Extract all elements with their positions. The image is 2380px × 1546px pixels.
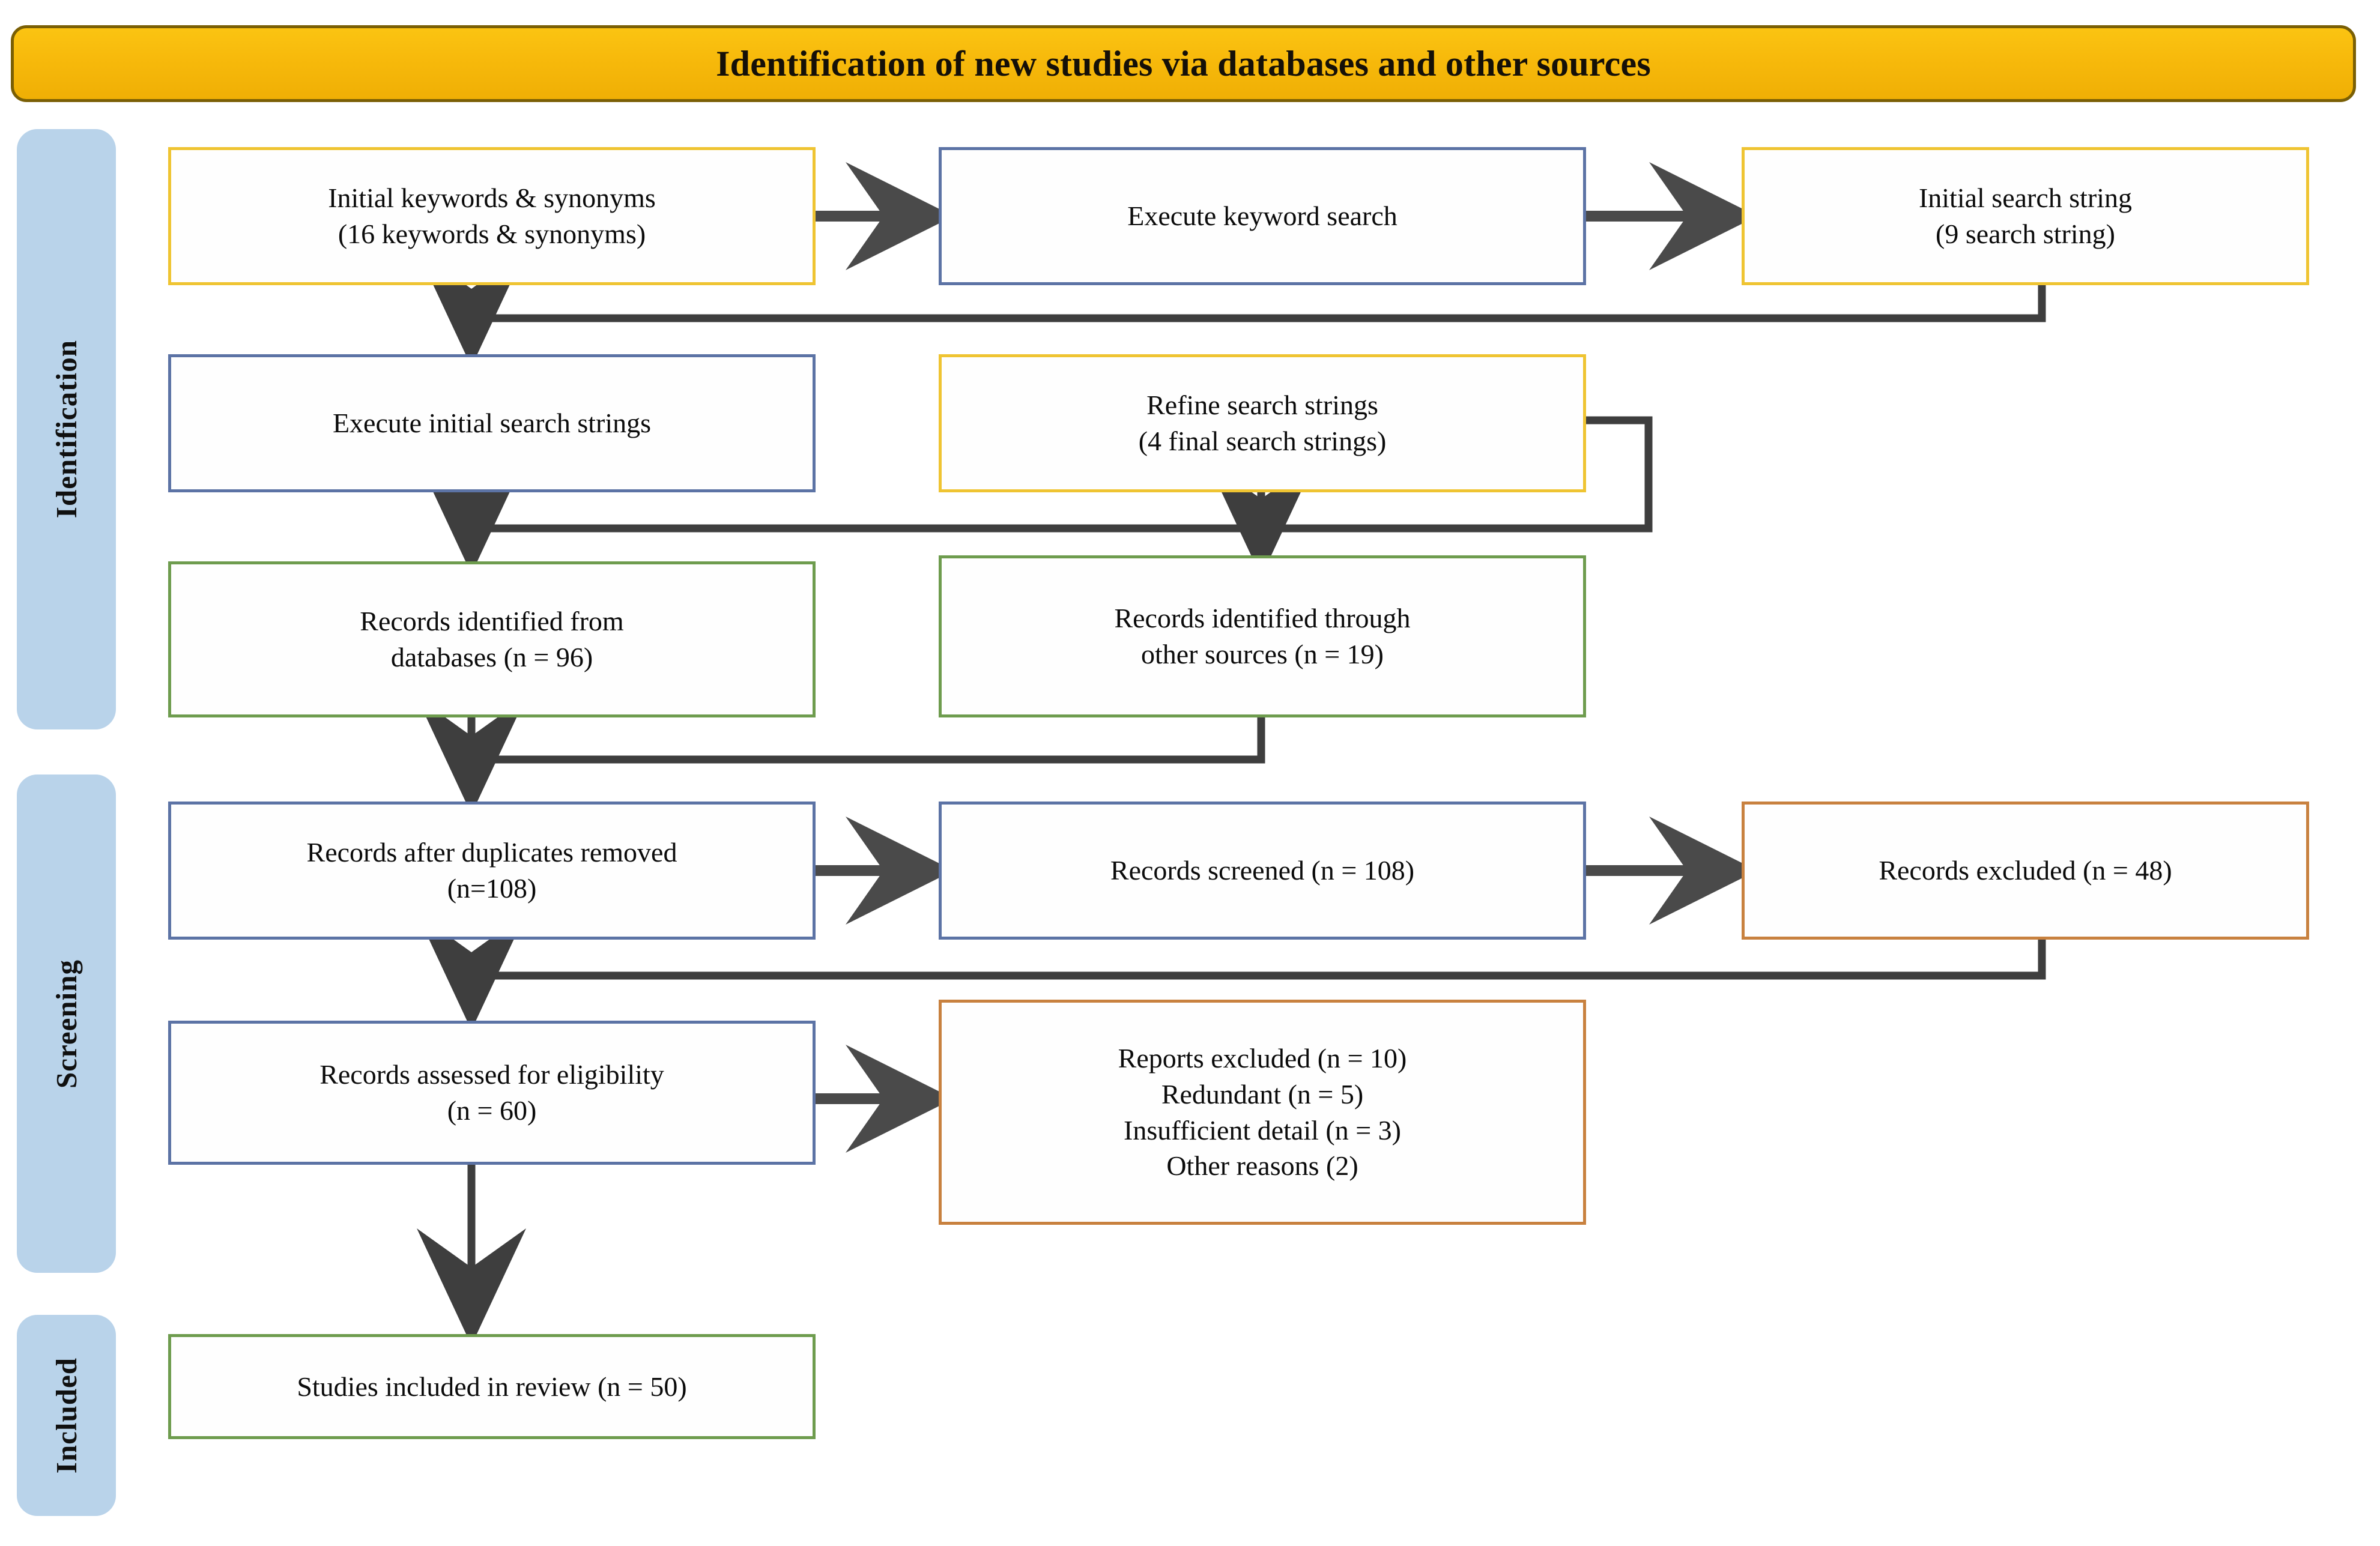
node-records-identified-databases[interactable]: Records identified from databases (n = 9… [168, 561, 816, 717]
stage-label-identification: Identification [17, 129, 116, 729]
node-execute-initial-search-strings[interactable]: Execute initial search strings [168, 354, 816, 492]
node-records-identified-databases-text: Records identified from databases (n = 9… [360, 606, 624, 672]
page-title: Identification of new studies via databa… [716, 43, 1651, 83]
node-records-after-duplicates-removed-text: Records after duplicates removed (n=108) [306, 837, 677, 904]
diagram-header-banner: Identification of new studies via databa… [11, 25, 2356, 102]
node-studies-included-in-review[interactable]: Studies included in review (n = 50) [168, 1334, 816, 1439]
node-initial-keywords[interactable]: Initial keywords & synonyms (16 keywords… [168, 147, 816, 285]
node-records-excluded-text: Records excluded (n = 48) [1879, 855, 2172, 886]
node-records-identified-other-sources[interactable]: Records identified through other sources… [939, 555, 1586, 717]
node-studies-included-in-review-text: Studies included in review (n = 50) [297, 1371, 687, 1402]
stage-label-screening: Screening [17, 775, 116, 1273]
node-records-screened-text: Records screened (n = 108) [1110, 855, 1415, 886]
node-records-screened[interactable]: Records screened (n = 108) [939, 802, 1586, 940]
node-records-assessed-for-eligibility-text: Records assessed for eligibility (n = 60… [319, 1059, 664, 1126]
node-refine-search-strings-text: Refine search strings (4 final search st… [1138, 390, 1387, 456]
node-records-after-duplicates-removed[interactable]: Records after duplicates removed (n=108) [168, 802, 816, 940]
stage-label-included: Included [17, 1315, 116, 1516]
node-records-identified-other-sources-text: Records identified through other sources… [1114, 603, 1411, 669]
node-initial-search-string[interactable]: Initial search string (9 search string) [1742, 147, 2309, 285]
node-records-assessed-for-eligibility[interactable]: Records assessed for eligibility (n = 60… [168, 1021, 816, 1165]
stage-label-identification-text: Identification [50, 340, 83, 519]
node-initial-search-string-text: Initial search string (9 search string) [1918, 183, 2133, 249]
node-reports-excluded[interactable]: Reports excluded (n = 10) Redundant (n =… [939, 1000, 1586, 1225]
node-initial-keywords-text: Initial keywords & synonyms (16 keywords… [328, 183, 656, 249]
stage-label-screening-text: Screening [50, 959, 83, 1089]
connector-records-other-sources-merge [417, 697, 1265, 814]
node-refine-search-strings[interactable]: Refine search strings (4 final search st… [939, 354, 1586, 492]
node-execute-keyword-search[interactable]: Execute keyword search [939, 147, 1586, 285]
node-records-excluded[interactable]: Records excluded (n = 48) [1742, 802, 2309, 940]
stage-label-included-text: Included [50, 1357, 83, 1474]
node-execute-initial-search-strings-text: Execute initial search strings [332, 408, 652, 439]
node-reports-excluded-text: Reports excluded (n = 10) Redundant (n =… [1118, 1042, 1407, 1182]
node-execute-keyword-search-text: Execute keyword search [1127, 201, 1397, 232]
